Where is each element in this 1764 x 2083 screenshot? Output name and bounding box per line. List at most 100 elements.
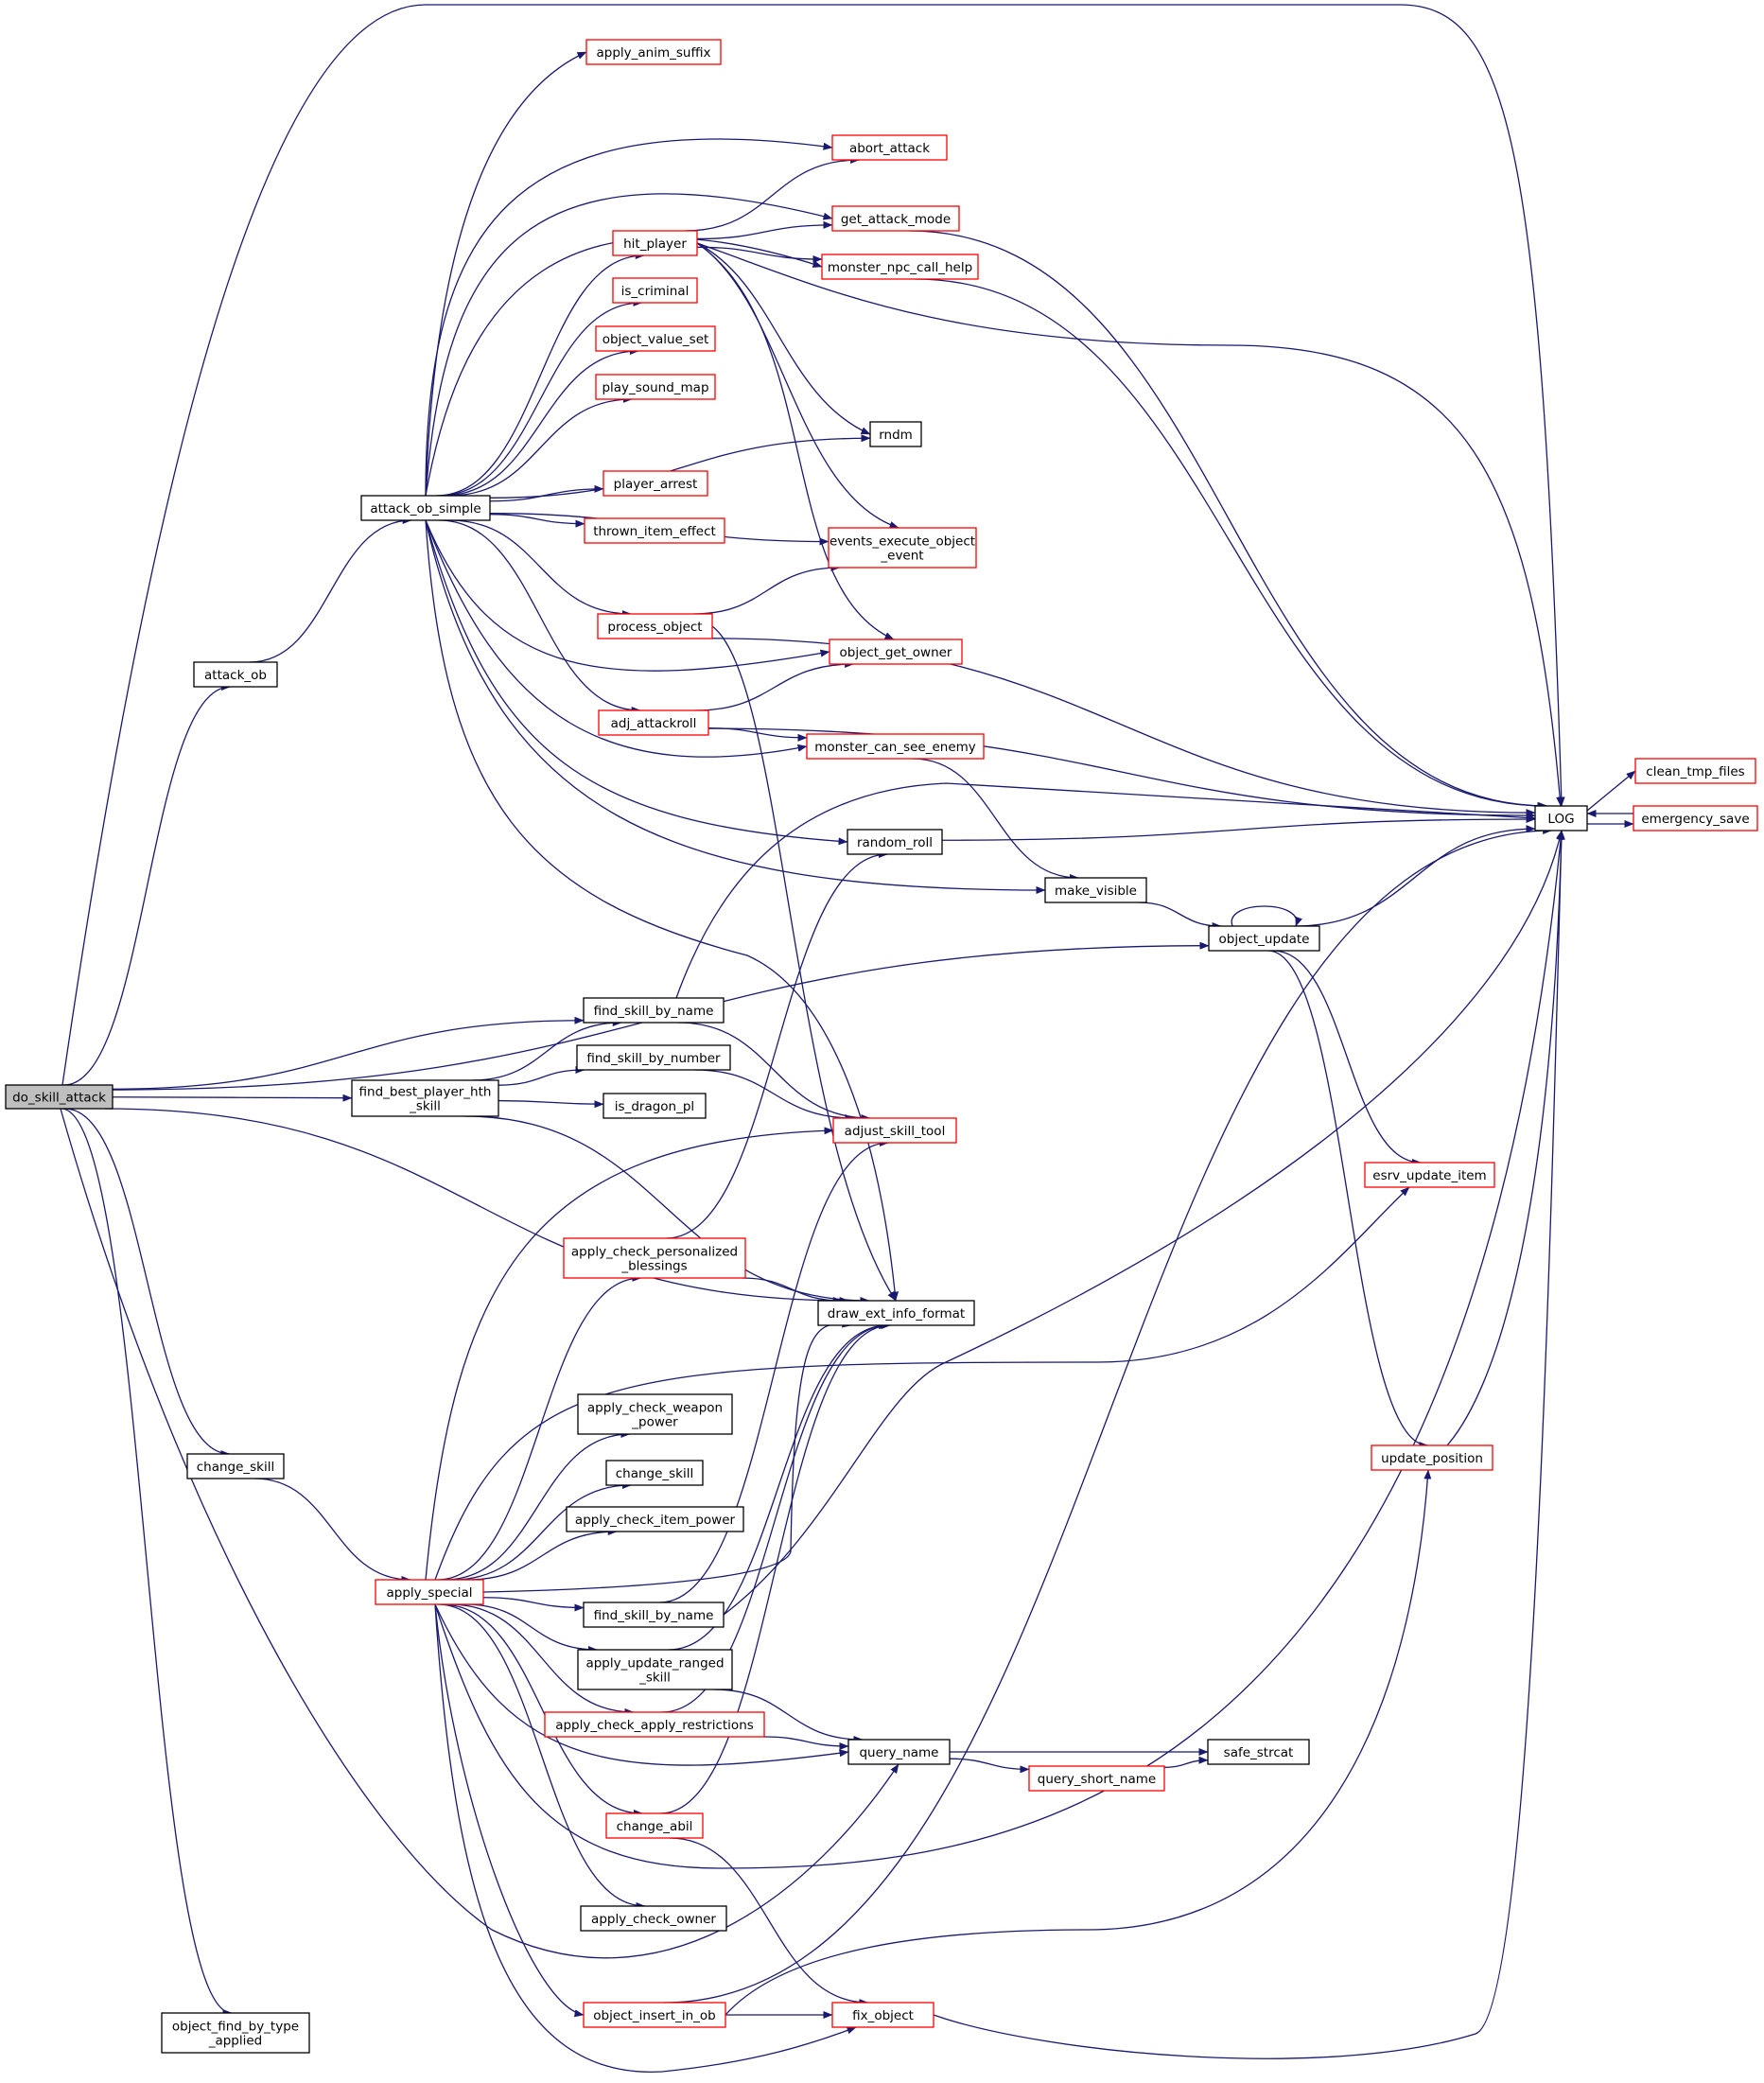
- node-box: [829, 639, 963, 665]
- node-apply-check-personalized-blessings[interactable]: apply_check_personalized_blessings: [563, 1237, 746, 1279]
- node-play-sound-map[interactable]: play_sound_map: [595, 374, 716, 400]
- node-fix-object[interactable]: fix_object: [831, 2002, 934, 2028]
- edge-attack_ob_simple-to-play_sound_map: [448, 395, 633, 497]
- edge-find_skill_by_name_1-to-adjust_skill_tool: [678, 1022, 871, 1122]
- node-box: [828, 527, 977, 569]
- node-find-skill-by-name-2[interactable]: find_skill_by_name: [583, 1602, 725, 1628]
- edge-apply_special-to-query_name: [434, 1603, 849, 1766]
- node-monster-npc-call-help[interactable]: monster_npc_call_help: [821, 254, 979, 280]
- node-label: random_roll: [857, 835, 933, 850]
- node-label: draw_ext_info_format: [828, 1306, 965, 1322]
- node-label: _applied: [208, 2034, 263, 2049]
- node-events-execute-object-event[interactable]: events_execute_object_event: [828, 527, 977, 569]
- node-process-object[interactable]: process_object: [597, 613, 713, 639]
- node-safe-strcat[interactable]: safe_strcat: [1207, 1739, 1310, 1765]
- node-make-visible[interactable]: make_visible: [1044, 877, 1147, 903]
- node-thrown-item-effect[interactable]: thrown_item_effect: [584, 517, 725, 544]
- node-attack-ob-simple[interactable]: attack_ob_simple: [360, 495, 491, 521]
- node-box: [375, 1579, 484, 1605]
- node-monster-can-see-enemy[interactable]: monster_can_see_enemy: [806, 733, 985, 760]
- node-label: process_object: [607, 620, 702, 635]
- node-rndm[interactable]: rndm: [869, 421, 922, 447]
- node-box: [847, 1739, 951, 1765]
- edge-find_best_player_hth_skill-to-is_dragon_pl: [498, 1099, 604, 1109]
- node-change-abil[interactable]: change_abil: [605, 1812, 704, 1839]
- node-apply-check-apply-restrictions[interactable]: apply_check_apply_restrictions: [544, 1711, 765, 1738]
- node-box: [576, 1044, 731, 1071]
- node-esrv-update-item[interactable]: esrv_update_item: [1364, 1162, 1495, 1188]
- edge-make_visible-to-object_update: [1138, 901, 1222, 930]
- node-apply-check-owner[interactable]: apply_check_owner: [580, 1905, 727, 1932]
- node-change-skill-outer[interactable]: change_skill: [186, 1453, 285, 1479]
- node-box: [847, 829, 943, 855]
- node-label: apply_update_ranged: [585, 1656, 724, 1672]
- node-do-skill-attack[interactable]: do_skill_attack: [5, 1084, 114, 1110]
- node-object-find-by-type-applied[interactable]: object_find_by_type_applied: [161, 2012, 310, 2054]
- node-apply-special[interactable]: apply_special: [375, 1579, 484, 1605]
- node-label: LOG: [1547, 812, 1574, 827]
- node-get-attack-mode[interactable]: get_attack_mode: [831, 205, 960, 232]
- node-query-name[interactable]: query_name: [847, 1739, 951, 1765]
- node-object-update[interactable]: object_update: [1208, 925, 1320, 952]
- node-apply-anim-suffix[interactable]: apply_anim_suffix: [585, 39, 722, 65]
- node-attack-ob[interactable]: attack_ob: [193, 661, 278, 688]
- node-box: [351, 1079, 499, 1117]
- node-box: [603, 470, 708, 497]
- node-is-dragon-pl[interactable]: is_dragon_pl: [603, 1093, 707, 1119]
- node-label: find_skill_by_name: [594, 1004, 714, 1019]
- node-change-skill-inner[interactable]: change_skill: [605, 1460, 704, 1486]
- node-apply-check-item-power[interactable]: apply_check_item_power: [566, 1506, 744, 1532]
- edge-object_insert_in_ob-to-update_position: [725, 1469, 1432, 2016]
- node-emergency-save[interactable]: emergency_save: [1633, 805, 1758, 831]
- node-label: make_visible: [1055, 884, 1137, 899]
- node-box: [1364, 1162, 1495, 1188]
- node-box: [612, 230, 698, 256]
- edge-apply_special-to-apply_update_ranged_skill: [464, 1603, 598, 1654]
- node-label: attack_ob: [204, 668, 267, 683]
- node-box: [583, 1602, 725, 1628]
- edge-hit_player-to-events_execute_object_event: [696, 242, 899, 529]
- node-box: [806, 733, 985, 760]
- node-player-arrest[interactable]: player_arrest: [603, 470, 708, 497]
- node-update-position[interactable]: update_position: [1371, 1444, 1493, 1471]
- node-label: do_skill_attack: [12, 1091, 106, 1106]
- node-label: apply_special: [386, 1585, 472, 1601]
- edge-attack_ob_simple-to-hit_player: [436, 252, 645, 497]
- node-find-skill-by-name-1[interactable]: find_skill_by_name: [583, 997, 725, 1024]
- node-apply-update-ranged-skill[interactable]: apply_update_ranged_skill: [577, 1649, 733, 1690]
- node-draw-ext-info-format[interactable]: draw_ext_info_format: [817, 1300, 975, 1326]
- node-label: apply_check_item_power: [575, 1513, 736, 1528]
- node-random-roll[interactable]: random_roll: [847, 829, 943, 855]
- node-find-best-player-hth-skill[interactable]: find_best_player_hth_skill: [351, 1079, 499, 1117]
- node-adjust-skill-tool[interactable]: adjust_skill_tool: [832, 1117, 957, 1144]
- edge-change_skill_outer-to-apply_special: [254, 1478, 411, 1584]
- node-box: [1044, 877, 1147, 903]
- node-object-insert-in-ob[interactable]: object_insert_in_ob: [583, 2002, 726, 2028]
- node-abort-attack[interactable]: abort_attack: [831, 134, 948, 161]
- node-is-criminal[interactable]: is_criminal: [612, 277, 698, 304]
- node-clean-tmp-files[interactable]: clean_tmp_files: [1634, 758, 1756, 784]
- node-find-skill-by-number[interactable]: find_skill_by_number: [576, 1044, 731, 1071]
- edge-apply_check_apply_restrictions-to-draw_ext_info_format: [661, 1322, 890, 1713]
- edge-attack_ob_simple-to-object_value_set: [442, 347, 639, 497]
- node-label: find_best_player_hth: [359, 1085, 492, 1100]
- node-label: apply_check_owner: [591, 1912, 716, 1927]
- node-box: [1207, 1739, 1310, 1765]
- node-apply-check-weapon-power[interactable]: apply_check_weapon_power: [577, 1393, 733, 1435]
- edge-attack_ob_simple-to-apply_anim_suffix: [425, 51, 587, 497]
- edge-apply_update_ranged_skill-to-draw_ext_info_format: [668, 1322, 889, 1651]
- node-object-value-set[interactable]: object_value_set: [595, 325, 716, 352]
- node-LOG[interactable]: LOG: [1534, 805, 1588, 831]
- edge-apply_special-to-apply_check_personalized_blessings: [437, 1274, 642, 1581]
- edge-apply_special-to-object_insert_in_ob: [434, 1603, 585, 2018]
- node-query-short-name[interactable]: query_short_name: [1028, 1765, 1165, 1792]
- node-adj-attackroll[interactable]: adj_attackroll: [598, 709, 709, 736]
- edge-LOG-to-clean_tmp_files: [1586, 770, 1636, 812]
- edge-find_best_player_hth_skill-to-find_skill_by_number: [498, 1066, 585, 1086]
- node-hit-player[interactable]: hit_player: [612, 230, 698, 256]
- edge-attack_ob_simple-to-abort_attack: [425, 138, 833, 497]
- node-label: apply_anim_suffix: [596, 45, 710, 61]
- node-label: change_skill: [616, 1466, 694, 1481]
- node-object-get-owner[interactable]: object_get_owner: [829, 639, 963, 665]
- edge-find_skill_by_number-to-adjust_skill_tool: [694, 1069, 855, 1122]
